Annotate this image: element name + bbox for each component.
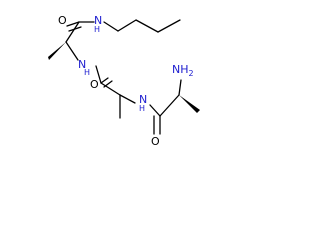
atom-label-amine: NH2	[172, 63, 194, 78]
bond	[117, 19, 137, 32]
atom-label-nitrogen: N	[78, 58, 86, 71]
atom-label-oxygen: O	[90, 78, 99, 91]
bond	[135, 19, 159, 33]
bond	[100, 82, 121, 96]
atom-label-nitrogen: N	[94, 14, 102, 27]
bond	[159, 94, 180, 117]
atom-label-hydrogen: H	[139, 104, 145, 113]
bond	[95, 65, 102, 84]
amide-group-bottom	[149, 79, 200, 135]
amine-nh: NH	[172, 63, 189, 76]
bond	[103, 21, 119, 32]
canvas-background	[0, 0, 209, 154]
molecule-structure: O N H N H O N H O NH2	[0, 0, 209, 154]
atom-label-hydrogen: H	[94, 25, 100, 34]
amide-group-top	[48, 21, 95, 61]
atom-label-nitrogen: N	[139, 93, 147, 106]
butyl-chain	[103, 19, 181, 33]
bond	[65, 41, 79, 61]
atom-label-oxygen: O	[58, 14, 67, 27]
amide-group-middle	[95, 65, 136, 119]
double-bond	[100, 77, 109, 84]
bond	[178, 79, 182, 96]
bond	[65, 21, 80, 43]
wedge-bond	[48, 42, 66, 60]
wedge-bond	[179, 95, 200, 113]
bond	[119, 94, 136, 104]
atom-label-hydrogen: H	[84, 68, 90, 77]
amine-subscript: 2	[189, 69, 194, 78]
atom-label-oxygen: O	[151, 135, 160, 148]
bond	[149, 104, 161, 117]
double-bond	[66, 21, 80, 27]
bond	[157, 19, 181, 33]
